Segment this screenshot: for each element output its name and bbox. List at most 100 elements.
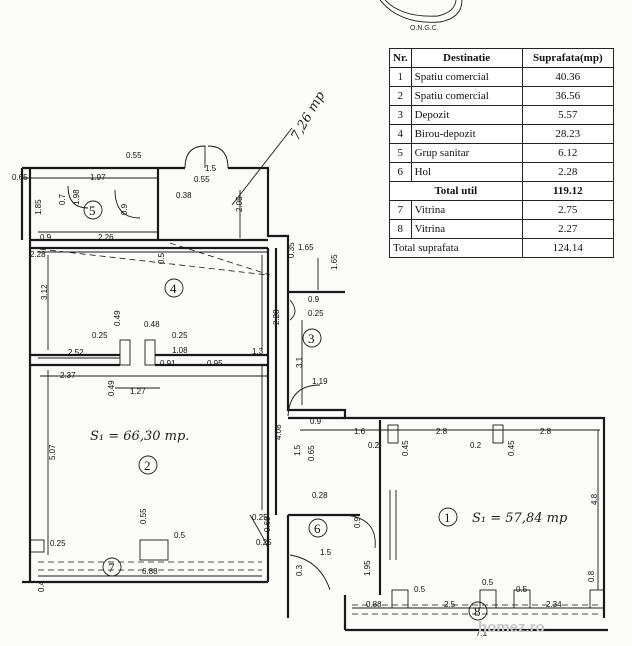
dim-label: 1.97 bbox=[90, 173, 106, 182]
dim-label: 0.95 bbox=[207, 359, 223, 368]
table-header-row: Nr. Destinatie Suprafata(mp) bbox=[389, 48, 615, 68]
dim-label: 2.8 bbox=[436, 427, 448, 436]
total-row: Total suprafata 124.14 bbox=[389, 238, 615, 258]
dim-label: 0.55 bbox=[126, 151, 142, 160]
dim-label: 0.9 bbox=[353, 516, 362, 528]
header-area: Suprafata(mp) bbox=[521, 48, 615, 68]
row-area: 5.57 bbox=[521, 105, 615, 125]
handwritten-area-left: S₁ = 66,30 mp. bbox=[90, 429, 189, 444]
dim-label: 0.55 bbox=[139, 508, 148, 524]
dim-label: 0.65 bbox=[307, 445, 316, 461]
watermark: homez.ro bbox=[478, 619, 545, 636]
dim-label: 1.95 bbox=[363, 560, 372, 576]
dim-label: 1.27 bbox=[130, 387, 146, 396]
dim-label: 0.25 bbox=[92, 331, 108, 340]
dim-label: 0.25 bbox=[50, 539, 66, 548]
row-destination: Spatiu comercial bbox=[410, 86, 523, 106]
dim-label: 0.2 bbox=[470, 441, 482, 450]
room-7-label: 7 bbox=[108, 560, 115, 575]
table-row: 6 Hol 2.28 bbox=[389, 162, 615, 182]
dim-label: 2.52 bbox=[68, 348, 84, 357]
room-5-label: 5 bbox=[89, 203, 96, 218]
row-destination: Birou-depozit bbox=[410, 124, 523, 144]
total-label: Total suprafata bbox=[389, 238, 523, 258]
row-destination: Spatiu comercial bbox=[410, 67, 523, 87]
row-area: 2.27 bbox=[521, 219, 615, 239]
dim-label: 5.07 bbox=[48, 444, 57, 460]
dim-label: 0.45 bbox=[507, 440, 516, 456]
row-area: 36.56 bbox=[521, 86, 615, 106]
table-row: 5 Grup sanitar 6.12 bbox=[389, 143, 615, 163]
row-nr: 2 bbox=[389, 86, 412, 106]
dim-label: 2.5 bbox=[444, 600, 456, 609]
dim-label: 0.88 bbox=[366, 600, 382, 609]
row-nr: 6 bbox=[389, 162, 412, 182]
room-labels: 5 4 3 2 6 1 7 8 bbox=[83, 200, 488, 621]
total-util-value: 119.12 bbox=[521, 181, 615, 201]
doors bbox=[67, 145, 376, 591]
room-2-label: 2 bbox=[144, 458, 151, 473]
dim-label: 0.4 bbox=[37, 580, 46, 592]
exterior-walls bbox=[20, 166, 608, 632]
handwritten-area-top: 7,26 mp bbox=[288, 89, 328, 144]
table-row: 1 Spatiu comercial 40.36 bbox=[389, 67, 615, 87]
table-row: 4 Birou-depozit 28.23 bbox=[389, 124, 615, 144]
dim-label: 2.34 bbox=[546, 600, 562, 609]
handwritten-area-right: S₁ = 57,84 mp bbox=[472, 511, 568, 526]
interior-walls bbox=[28, 168, 382, 595]
table-row: 7 Vitrina 2.75 bbox=[389, 200, 615, 220]
room-1-label: 1 bbox=[444, 510, 451, 525]
dim-label: 0.48 bbox=[144, 320, 160, 329]
dim-label: 0.2 bbox=[368, 441, 380, 450]
dim-label: 0.25 bbox=[172, 331, 188, 340]
header-nr: Nr. bbox=[389, 48, 412, 68]
dim-label: 2.8 bbox=[540, 427, 552, 436]
dim-label: 0.25 bbox=[252, 513, 268, 522]
dim-label: 1.5 bbox=[205, 164, 217, 173]
dim-label: 1.19 bbox=[312, 377, 328, 386]
dim-label: 0.35 bbox=[287, 242, 296, 258]
row-area: 6.12 bbox=[521, 143, 615, 163]
dim-label: 0.69 bbox=[263, 516, 272, 532]
header-destination: Destinatie bbox=[410, 48, 523, 68]
row-destination: Vitrina bbox=[410, 200, 523, 220]
dim-label: 0.45 bbox=[401, 440, 410, 456]
row-nr: 5 bbox=[389, 143, 412, 163]
dim-label: 0.9 bbox=[308, 295, 320, 304]
stamp-seal: O.N.G.C. bbox=[379, 0, 463, 32]
vitrine-lines bbox=[29, 247, 600, 615]
dim-label: 4.8 bbox=[590, 493, 599, 505]
dim-label: 1.5 bbox=[293, 444, 302, 456]
dim-label: 3.12 bbox=[40, 284, 49, 300]
row-destination: Grup sanitar bbox=[410, 143, 523, 163]
dim-label: 2.28 bbox=[30, 250, 46, 259]
total-value: 124.14 bbox=[521, 238, 615, 258]
dim-label: 0.28 bbox=[312, 491, 328, 500]
total-util-row: Total util 119.12 bbox=[389, 181, 615, 201]
row-destination: Vitrina bbox=[410, 219, 523, 239]
leader-line bbox=[231, 127, 293, 206]
dim-label: 2.05 bbox=[235, 196, 244, 212]
dim-label: 1.65 bbox=[298, 243, 314, 252]
table-row: 2 Spatiu comercial 36.56 bbox=[389, 86, 615, 106]
dim-label: 0.7 bbox=[58, 193, 67, 205]
dim-label: 0.91 bbox=[160, 359, 176, 368]
dim-label: 1.65 bbox=[330, 254, 339, 270]
dim-label: 0.9 bbox=[40, 233, 52, 242]
row-area: 2.28 bbox=[521, 162, 615, 182]
dim-label: 7.1 bbox=[476, 629, 488, 638]
dim-label: 0.8 bbox=[587, 570, 596, 582]
row-nr: 7 bbox=[389, 200, 412, 220]
dim-label: 0.9 bbox=[120, 203, 129, 215]
dim-label: 2.26 bbox=[98, 233, 114, 242]
dim-label: 6.88 bbox=[142, 567, 158, 576]
dim-label: 3.1 bbox=[295, 356, 304, 368]
row-nr: 3 bbox=[389, 105, 412, 125]
row-nr: 8 bbox=[389, 219, 412, 239]
row-area: 28.23 bbox=[521, 124, 615, 144]
dim-label: 0.25 bbox=[256, 538, 272, 547]
dim-label: 2.37 bbox=[60, 371, 76, 380]
dim-label: 0.25 bbox=[308, 309, 324, 318]
dim-label: 1.85 bbox=[34, 199, 43, 215]
